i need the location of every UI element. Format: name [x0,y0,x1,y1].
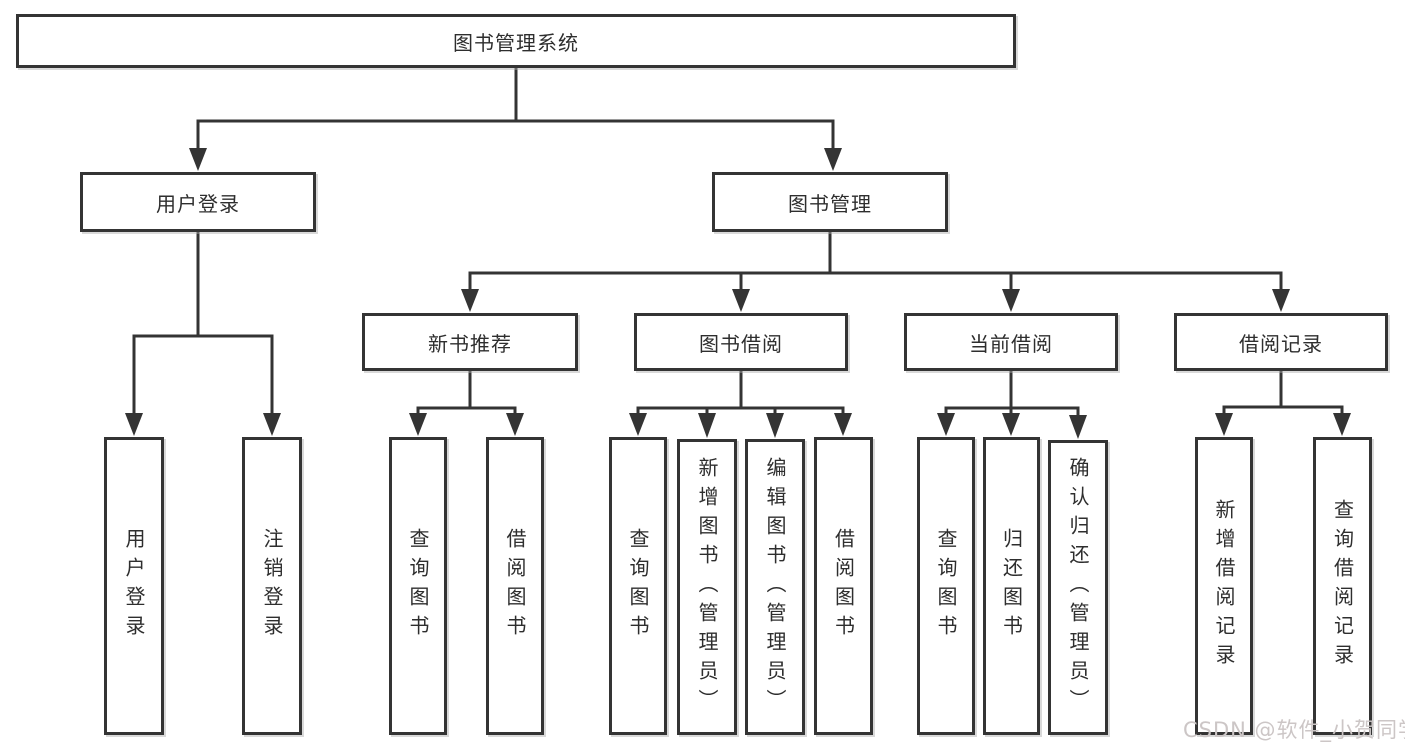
node-label: 用户登录 [156,191,240,216]
node-label: 新增图书（管理员） [695,456,719,718]
node-label: 借阅图书 [831,528,856,644]
node-user-login: 用户登录 [80,172,316,232]
arrowheads [125,148,1351,439]
csdn-watermark: CSDN @软件_小贺同学 [1183,718,1405,742]
leaf-borrow-books-1: 借阅图书 [486,437,544,735]
leaf-confirm-return-admin: 确认归还（管理员） [1048,440,1108,735]
leaf-borrow-books-2: 借阅图书 [814,437,873,735]
node-label: 借阅记录 [1239,331,1323,356]
node-label: 图书借阅 [699,331,783,356]
node-label: 当前借阅 [969,331,1053,356]
node-label: 注销登录 [260,528,284,644]
leaf-query-books-2: 查询图书 [609,437,667,735]
node-label: 新书推荐 [428,331,512,356]
node-label: 查询图书 [934,528,958,644]
node-label: 用户登录 [122,528,146,644]
leaf-add-borrowing-record: 新增借阅记录 [1195,437,1253,735]
node-book-management: 图书管理 [712,172,948,232]
leaf-edit-books-admin: 编辑图书（管理员） [745,439,805,735]
node-label: 图书管理 [788,191,872,216]
node-label: 查询图书 [626,528,650,644]
leaf-query-books-3: 查询图书 [917,437,975,735]
leaf-query-books-1: 查询图书 [389,437,447,735]
node-label: 查询借阅记录 [1330,499,1355,673]
node-book-borrowing: 图书借阅 [634,313,848,371]
node-library-management-system: 图书管理系统 [16,14,1016,68]
leaf-add-books-admin: 新增图书（管理员） [677,439,737,735]
node-new-book-recommendation: 新书推荐 [362,313,578,371]
node-label: 借阅图书 [503,528,527,644]
node-label: 图书管理系统 [453,30,579,55]
node-label: 确认归还（管理员） [1066,457,1090,718]
node-label: 新增借阅记录 [1212,499,1236,673]
node-label: 查询图书 [406,528,430,644]
node-label: 归还图书 [999,528,1024,644]
leaf-user-login: 用户登录 [104,437,164,735]
leaf-query-borrowing-record: 查询借阅记录 [1313,437,1372,735]
leaf-logout: 注销登录 [242,437,302,735]
node-borrowing-records: 借阅记录 [1174,313,1388,371]
node-current-borrowing: 当前借阅 [904,313,1118,371]
node-label: 编辑图书（管理员） [763,456,787,718]
leaf-return-books: 归还图书 [983,437,1040,735]
